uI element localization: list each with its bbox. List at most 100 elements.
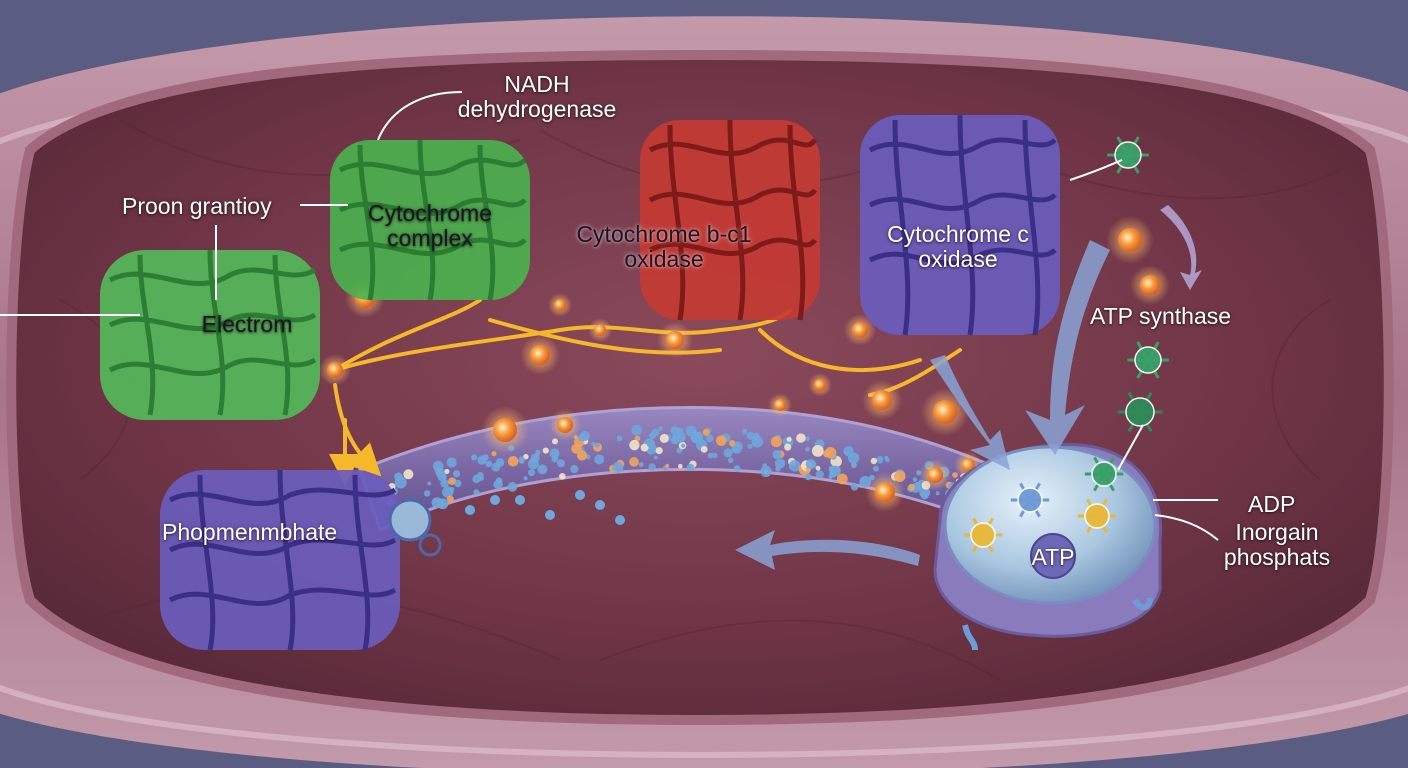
proton-dot [796,433,806,443]
proton-dot [472,474,481,484]
proton-dot [403,469,414,480]
electron-particle-icon [327,362,343,378]
proton-dot [784,443,792,451]
proton-dot [629,457,639,467]
proton-dot [805,458,816,470]
atp-molecule-icon [963,136,1169,553]
proton-dot [733,465,741,472]
electron-particle-icon [872,390,892,410]
molecule-icon [1107,136,1149,174]
phosphate-complex [160,469,442,651]
proton-dot [507,456,519,467]
proton-dot [811,445,824,457]
proton-dot [670,436,680,445]
proton-dot [634,435,641,442]
cytochrome-bc1-complex [640,119,820,321]
proton-dot [707,452,714,459]
proton-dot [640,443,649,452]
proton-dot [648,463,656,471]
proton-dot [571,443,582,454]
proton-dot [616,435,623,442]
proton-dot [578,433,587,442]
proton-dot [575,490,585,500]
proton-dot [676,447,683,454]
electron-particles [319,216,1170,512]
proton-dot [491,462,501,472]
flow-arrow-icon [735,205,1202,570]
proton-dot [747,443,753,449]
proton-dot [681,443,686,448]
electron-particle-icon [530,345,550,365]
proton-dot [442,486,454,498]
proton-dot [824,447,837,459]
proton-dot [774,458,786,469]
proton-dot [786,436,792,442]
proton-dot [752,432,760,440]
electron-particle-icon [927,467,943,483]
molecule-icon [1084,456,1124,492]
proton-dot [423,490,431,497]
proton-dot [631,424,643,436]
proton-dot [549,448,560,459]
molecule-icon [1127,341,1169,379]
proton-dot [490,495,500,505]
proton-dot [712,452,718,459]
atp-label: ATP [1031,544,1075,570]
proton-dot [629,439,640,451]
molecule-icon [1117,391,1163,433]
proton-dot [665,463,670,468]
proton-dot [815,465,821,471]
proton-dot [518,456,525,464]
proton-dot [836,473,848,485]
proton-dot [908,483,915,491]
proton-dot [716,435,727,447]
proton-dot [920,491,929,500]
proton-dot [670,426,680,436]
proton-dot [576,450,588,461]
proton-dot [454,479,462,488]
electron-particle-icon [961,458,975,472]
proton-dot [870,457,878,465]
proton-dot [705,434,714,443]
electron-particle-icon [554,299,566,311]
electron-particle-icon [1140,275,1160,295]
proton-dot [638,462,644,468]
cytochrome-c-oxidase-complex [860,114,1060,336]
proton-dot [440,479,449,488]
proton-dot [452,470,461,478]
proton-dot [594,454,605,465]
electron-particle-icon [875,482,895,502]
proton-dot [523,476,528,481]
proton-dot [772,450,782,460]
phosphate-label: Phopmenmbhate [162,519,338,545]
proton-dot [615,515,625,525]
proton-dot [507,481,518,492]
proton-dot [770,436,782,448]
electron-particle-icon [557,417,573,433]
proton-dot [828,475,833,479]
electron-particle-icon [933,400,957,424]
proton-dot [692,431,704,443]
proton-dot [760,465,772,477]
proton-dot [788,460,801,472]
proton-dot [653,455,658,460]
proton-dot [678,463,683,469]
proton-dot [935,491,940,496]
proton-dot [595,500,605,510]
proton-dot [434,467,442,475]
proton-dot [851,462,857,469]
proton-gradient-label: Proon grantioy [122,193,272,219]
proton-dot [437,471,447,482]
proton-dot [473,489,480,496]
electron-particle-icon [1118,228,1142,252]
proton-dot [649,432,657,440]
proton-dot [805,446,811,452]
proton-dot [727,457,734,464]
proton-dot [912,477,918,482]
